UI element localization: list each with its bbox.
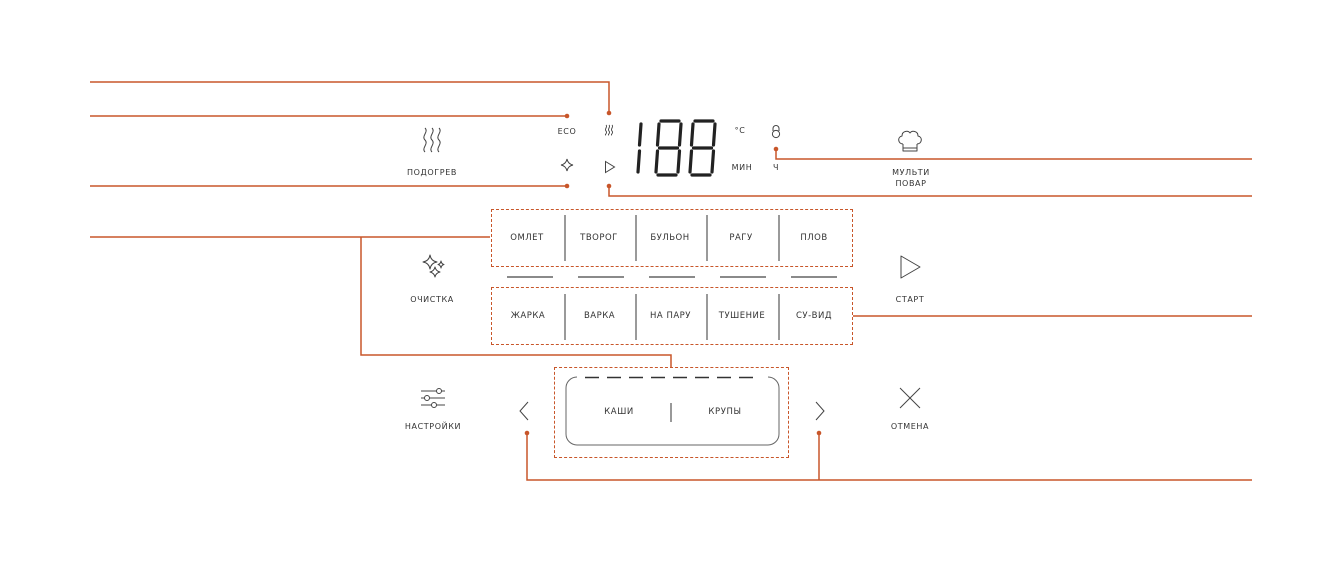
callout-dot bbox=[564, 113, 570, 119]
temp-unit-label: °C bbox=[734, 126, 746, 135]
time-unit-label: МИН bbox=[731, 163, 753, 172]
sparkles-icon[interactable] bbox=[421, 253, 447, 279]
play-indicator-icon bbox=[605, 160, 616, 174]
clean-label: ОЧИСТКА bbox=[410, 295, 454, 304]
display-segment bbox=[636, 149, 642, 174]
cancel-x-icon[interactable] bbox=[898, 386, 922, 410]
divider bbox=[635, 294, 637, 340]
program-frying[interactable]: ЖАРКА bbox=[510, 311, 546, 321]
program-indicator-bar bbox=[578, 276, 624, 278]
heat-indicator-icon bbox=[604, 124, 614, 136]
program-sous-vide[interactable]: СУ-ВИД bbox=[795, 311, 832, 321]
callout-dot bbox=[606, 183, 612, 189]
callout-dot bbox=[816, 430, 822, 436]
program-cottage-cheese[interactable]: ТВОРОГ bbox=[580, 233, 618, 243]
multicook-label-line1: МУЛЬТИ bbox=[892, 168, 930, 177]
display-segment bbox=[655, 122, 661, 147]
program-indicator-bar bbox=[649, 276, 695, 278]
callout-line-lock bbox=[775, 149, 1252, 160]
divider bbox=[778, 294, 780, 340]
programs-row1: ОМЛЕТ ТВОРОГ БУЛЬОН РАГУ ПЛОВ bbox=[491, 209, 853, 267]
display-segment bbox=[710, 149, 716, 174]
sliders-icon[interactable] bbox=[420, 387, 446, 409]
lock-icon bbox=[771, 125, 781, 139]
display-segment bbox=[637, 122, 643, 147]
selector-item-grains[interactable]: КРУПЫ bbox=[708, 407, 742, 417]
selector-frame bbox=[565, 376, 780, 446]
callout-line-selector bbox=[360, 237, 672, 367]
callout-dot bbox=[606, 110, 612, 116]
program-broth[interactable]: БУЛЬОН bbox=[650, 233, 690, 243]
chevron-left-icon[interactable] bbox=[518, 401, 530, 421]
callout-line-arrows bbox=[526, 433, 1252, 481]
selector-item-porridge[interactable]: КАШИ bbox=[604, 407, 634, 417]
divider bbox=[564, 294, 566, 340]
callout-line-play-indicator bbox=[608, 186, 1252, 197]
program-boiling[interactable]: ВАРКА bbox=[583, 311, 616, 321]
program-stewing[interactable]: ТУШЕНИЕ bbox=[718, 311, 766, 321]
eco-label: ECO bbox=[557, 127, 577, 136]
program-indicator-bar bbox=[507, 276, 553, 278]
display-segment bbox=[689, 122, 695, 147]
program-steam[interactable]: НА ПАРУ bbox=[650, 311, 691, 321]
display-segment bbox=[677, 122, 683, 147]
chevron-right-icon[interactable] bbox=[814, 401, 826, 421]
divider bbox=[706, 294, 708, 340]
display-segment bbox=[676, 149, 682, 174]
program-indicator-bar bbox=[720, 276, 766, 278]
divider bbox=[564, 215, 566, 261]
program-omelet[interactable]: ОМЛЕТ bbox=[510, 233, 544, 243]
display-segment bbox=[711, 122, 717, 147]
heat-label: ПОДОГРЕВ bbox=[407, 168, 457, 177]
cancel-label: ОТМЕНА bbox=[890, 422, 930, 431]
seven-segment-display bbox=[636, 119, 717, 177]
program-pilaf[interactable]: ПЛОВ bbox=[800, 233, 828, 243]
settings-label: НАСТРОЙКИ bbox=[404, 422, 462, 431]
chef-hat-icon[interactable] bbox=[896, 128, 924, 154]
program-indicator-bar bbox=[791, 276, 837, 278]
selector-box bbox=[554, 367, 789, 458]
divider bbox=[706, 215, 708, 261]
start-label: СТАРТ bbox=[895, 295, 925, 304]
programs-row2: ЖАРКА ВАРКА НА ПАРУ ТУШЕНИЕ СУ-ВИД bbox=[491, 287, 853, 345]
multicook-label-line2: ПОВАР bbox=[895, 179, 927, 188]
divider bbox=[635, 215, 637, 261]
heat-waves-icon[interactable] bbox=[421, 126, 443, 154]
callout-dot bbox=[773, 146, 779, 152]
hour-unit-label: Ч bbox=[772, 163, 780, 172]
start-play-icon[interactable] bbox=[899, 254, 923, 280]
callout-dot bbox=[564, 183, 570, 189]
display-segment bbox=[688, 149, 694, 174]
callout-dot bbox=[524, 430, 530, 436]
program-ragout[interactable]: РАГУ bbox=[729, 233, 753, 243]
display-segment bbox=[654, 149, 660, 174]
fan-icon bbox=[560, 158, 574, 172]
callout-line-heat-indicator bbox=[90, 81, 610, 113]
divider bbox=[778, 215, 780, 261]
